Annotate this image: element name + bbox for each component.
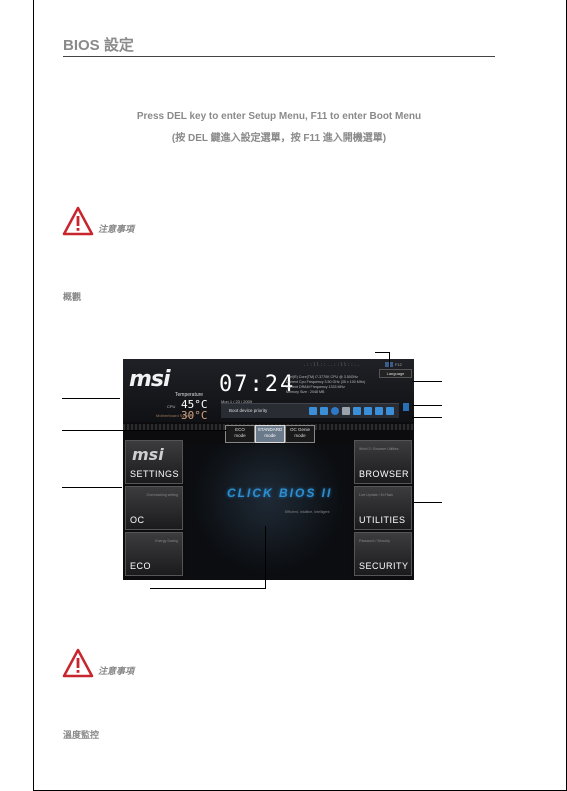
tile-description: Password / Security: [359, 539, 390, 543]
callout-line: [389, 352, 390, 367]
floppy-icon[interactable]: [342, 407, 350, 415]
title-rule: [63, 56, 495, 57]
browser-tile[interactable]: Winki 3 / Browser Utilities BROWSER: [354, 440, 412, 484]
intro-english: Press DEL key to enter Setup Menu, F11 t…: [136, 111, 422, 122]
bios-screenshot: msi .::ll::..::ll::.. F12 Language Tempe…: [123, 359, 414, 580]
f12-label: F12: [395, 362, 402, 367]
tile-label: UTILITIES: [359, 515, 406, 525]
section-heading-temperature: 溫度監控: [63, 730, 100, 740]
center-area: [185, 444, 351, 580]
settings-tile[interactable]: msi SETTINGS: [125, 440, 183, 484]
hdd-icon[interactable]: [320, 407, 328, 415]
eco-tile[interactable]: Energy Saving ECO: [125, 532, 183, 576]
cpu-label: CPU: [167, 404, 176, 409]
page-border-left: [33, 0, 34, 791]
callout-line: [414, 502, 442, 503]
mode-label: STANDARD: [257, 427, 283, 432]
tile-description: Live Update / M-Flash: [359, 493, 394, 497]
callout-line: [62, 398, 120, 399]
tile-description: Overclocking setting: [146, 493, 178, 497]
warning-icon: [62, 206, 94, 236]
tile-msi-logo: msi: [132, 445, 164, 464]
top-strip: .::ll::..::ll::..: [303, 362, 361, 367]
oc-genie-mode-button[interactable]: OC Genie mode: [285, 425, 315, 443]
tile-label: OC: [130, 515, 145, 525]
tile-label: BROWSER: [359, 469, 410, 479]
system-info: Intel(R) Core(TM) i7-3770K CPU @ 3.50GHz…: [286, 375, 410, 395]
callout-line: [265, 526, 266, 588]
motherboard-label: Motherboard System: [156, 413, 194, 418]
tile-label: SETTINGS: [130, 469, 180, 479]
tile-label: ECO: [130, 561, 152, 571]
sysinfo-line: Intel(R) Core(TM) i7-3770K CPU @ 3.50GHz: [286, 375, 358, 379]
warning-icon: [62, 648, 94, 678]
callout-line: [62, 487, 122, 488]
usb-icon[interactable]: [386, 407, 394, 415]
mode-sub: mode: [294, 433, 306, 438]
standard-mode-button[interactable]: STANDARD mode: [255, 425, 285, 443]
hdd-icon[interactable]: [309, 407, 317, 415]
intro-chinese: (按 DEL 鍵進入設定選單，按 F11 進入開機選單): [171, 133, 387, 144]
click-bios-logo: CLICK BIOS II: [227, 486, 333, 500]
eco-mode-button[interactable]: ECO mode: [225, 425, 255, 443]
sysinfo-line: Current DRAM Frequency 1333 MHz: [286, 385, 345, 389]
tile-label: SECURITY: [359, 561, 409, 571]
note-label: 注意事項: [98, 224, 135, 234]
callout-line: [412, 405, 442, 406]
language-button[interactable]: Language: [379, 369, 412, 378]
callout-line: [150, 588, 266, 589]
callout-line: [375, 352, 389, 353]
page-title: BIOS 設定: [63, 37, 134, 54]
mode-sub: mode: [264, 433, 276, 438]
mode-label: OC Genie: [289, 427, 310, 432]
tile-description: Energy Saving: [155, 539, 178, 543]
oc-tile[interactable]: Overclocking setting OC: [125, 486, 183, 530]
sysinfo-line: Memory Size : 2048 MB: [286, 390, 325, 394]
cd-icon[interactable]: [331, 407, 339, 415]
system-date: Mon 1 / 23 / 2009: [221, 399, 253, 404]
boot-device-bar: Boot device priority: [221, 403, 399, 418]
sysinfo-line: Current Cpu Frequency 3.50 GHz (35 x 100…: [286, 380, 366, 384]
msi-logo: msi: [129, 367, 171, 392]
usb-icon[interactable]: [353, 407, 361, 415]
motherboard-temperature: 30°C: [181, 409, 208, 422]
cpu-temperature: 45°C: [181, 398, 208, 411]
usb-icon[interactable]: [375, 407, 383, 415]
callout-line: [62, 430, 227, 431]
temperature-title: Temperature: [175, 392, 204, 398]
mode-label: ECO: [235, 427, 245, 432]
section-heading-overview: 概觀: [63, 292, 82, 302]
usb-icon[interactable]: [364, 407, 372, 415]
system-clock: 07:24: [219, 372, 296, 397]
boot-menu-icon[interactable]: [403, 403, 409, 411]
utilities-tile[interactable]: Live Update / M-Flash UTILITIES: [354, 486, 412, 530]
boot-priority-label: Boot device priority: [229, 408, 268, 413]
callout-line: [412, 381, 442, 382]
mode-sub: mode: [234, 433, 246, 438]
note-label: 注意事項: [98, 666, 135, 676]
callout-line: [412, 417, 442, 418]
tile-description: Winki 3 / Browser Utilities: [359, 447, 399, 451]
security-tile[interactable]: Password / Security SECURITY: [354, 532, 412, 576]
click-bios-tagline: Efficient, Intuitive, Intelligent: [285, 510, 330, 514]
